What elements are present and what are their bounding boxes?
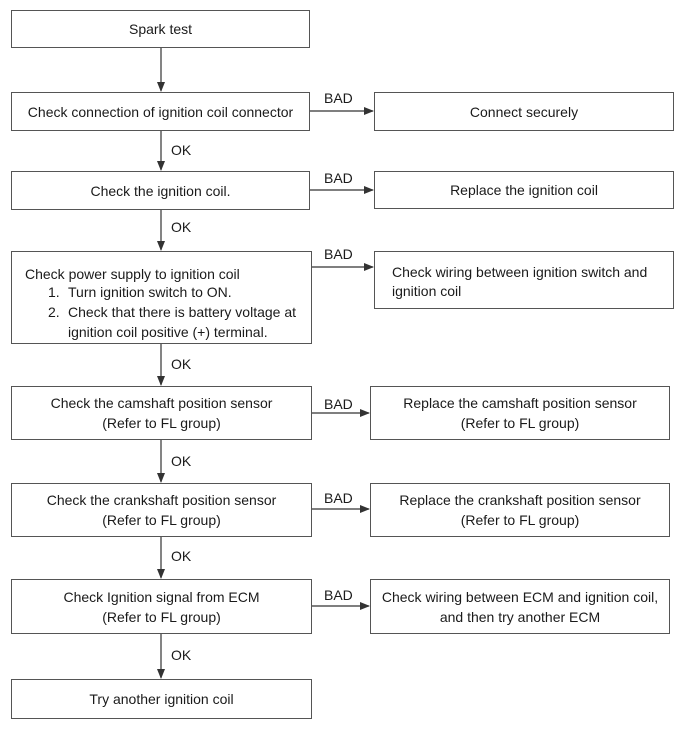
power-supply-step1: Turn ignition switch to ON. [68,284,232,300]
check-wiring-ecm-line1: Check wiring between ECM and ignition co… [381,588,659,605]
bad-label-3: BAD [324,246,353,262]
box-try-another-coil: Try another ignition coil [11,679,312,719]
box-check-coil-label: Check the ignition coil. [90,182,231,199]
bad-label-6: BAD [324,587,353,603]
bad-label-1: BAD [324,90,353,106]
check-crankshaft-line2: (Refer to FL group) [102,512,221,528]
box-check-connector-label: Check connection of ignition coil connec… [27,103,294,120]
box-spark-test: Spark test [11,10,310,48]
bad-label-5: BAD [324,490,353,506]
box-check-crankshaft: Check the crankshaft position sensor (Re… [11,483,312,537]
ok-label-1: OK [171,142,192,158]
replace-crankshaft-line2: (Refer to FL group) [460,512,580,528]
power-supply-step2-number: 2. [48,304,60,320]
box-check-wiring-ecm: Check wiring between ECM and ignition co… [370,579,670,634]
box-check-wiring-switch: Check wiring between ignition switch and… [374,251,674,309]
box-try-another-coil-label: Try another ignition coil [89,691,234,707]
check-ecm-signal-line2: (Refer to FL group) [102,608,221,625]
box-check-camshaft: Check the camshaft position sensor (Refe… [11,386,312,440]
power-supply-step2-line1: Check that there is battery voltage at [68,304,297,320]
box-check-connector: Check connection of ignition coil connec… [11,92,310,131]
box-replace-coil: Replace the ignition coil [374,171,674,209]
check-wiring-ecm-line2: and then try another ECM [439,608,601,625]
replace-camshaft-line2: (Refer to FL group) [460,415,580,431]
ok-label-6: OK [171,647,192,663]
box-check-ecm-signal: Check Ignition signal from ECM (Refer to… [11,579,312,634]
power-supply-step1-number: 1. [48,284,60,300]
box-connect-securely: Connect securely [374,92,674,131]
box-replace-coil-label: Replace the ignition coil [450,182,598,198]
check-wiring-switch-line2: ignition coil [392,283,462,299]
ok-label-3: OK [171,356,192,372]
replace-camshaft-line1: Replace the camshaft position sensor [403,395,637,411]
box-connect-securely-label: Connect securely [469,103,579,120]
check-ecm-signal-line1: Check Ignition signal from ECM [63,588,260,605]
bad-label-4: BAD [324,396,353,412]
box-check-coil: Check the ignition coil. [11,171,310,210]
box-replace-camshaft: Replace the camshaft position sensor (Re… [370,386,670,440]
check-wiring-switch-line1: Check wiring between ignition switch and [392,264,648,280]
box-spark-test-label: Spark test [128,21,193,37]
ok-label-4: OK [171,453,192,469]
box-power-supply: Check power supply to ignition coil 1. T… [11,251,312,344]
check-crankshaft-line1: Check the crankshaft position sensor [46,492,277,508]
box-replace-crankshaft: Replace the crankshaft position sensor (… [370,483,670,537]
replace-crankshaft-line1: Replace the crankshaft position sensor [399,492,641,508]
bad-label-2: BAD [324,170,353,186]
ok-label-2: OK [171,219,192,235]
power-supply-step2-line2: ignition coil positive (+) terminal. [68,324,268,340]
check-camshaft-line1: Check the camshaft position sensor [50,395,273,411]
check-camshaft-line2: (Refer to FL group) [102,415,221,431]
power-supply-title: Check power supply to ignition coil [25,266,240,282]
ok-label-5: OK [171,548,192,564]
